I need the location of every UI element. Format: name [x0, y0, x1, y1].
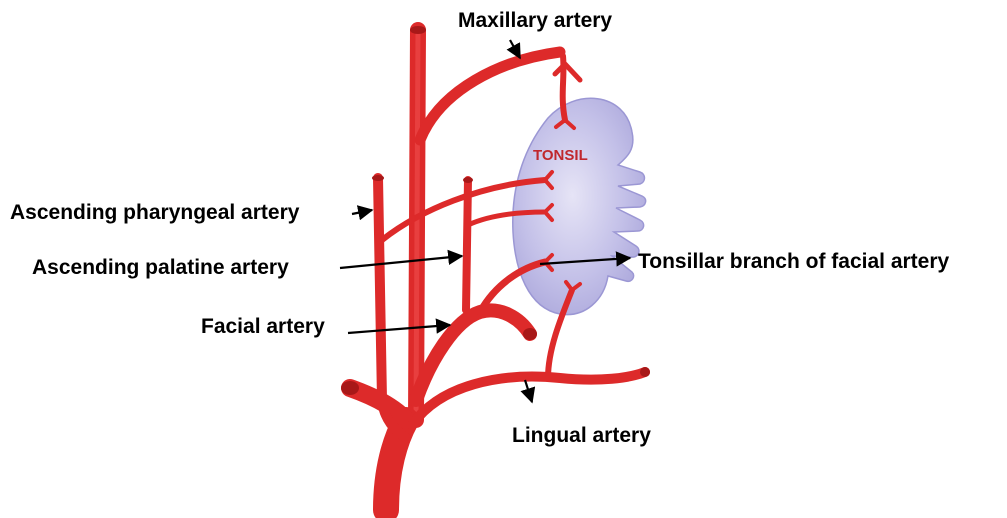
- label-lingual-artery: Lingual artery: [512, 425, 651, 446]
- ascending-pharyngeal-pointer: [352, 210, 372, 214]
- lingual-pointer: [525, 380, 532, 402]
- ascending-palatine-pointer: [340, 256, 462, 268]
- label-tonsillar-branch: Tonsillar branch of facial artery: [638, 251, 949, 272]
- ascending-palatine-vessel: [466, 180, 468, 310]
- label-tonsil: TONSIL: [533, 148, 588, 163]
- label-facial-artery: Facial artery: [201, 316, 325, 337]
- tonsil-shape: [513, 98, 646, 314]
- maxillary-artery-vessel: [420, 52, 560, 140]
- label-ascending-palatine-artery: Ascending palatine artery: [32, 257, 289, 278]
- lingual-artery-vessel: [412, 372, 645, 425]
- maxillary-pointer: [510, 40, 520, 58]
- facial-pointer: [348, 325, 450, 333]
- label-ascending-pharyngeal-artery: Ascending pharyngeal artery: [10, 202, 299, 223]
- label-maxillary-artery: Maxillary artery: [458, 10, 612, 31]
